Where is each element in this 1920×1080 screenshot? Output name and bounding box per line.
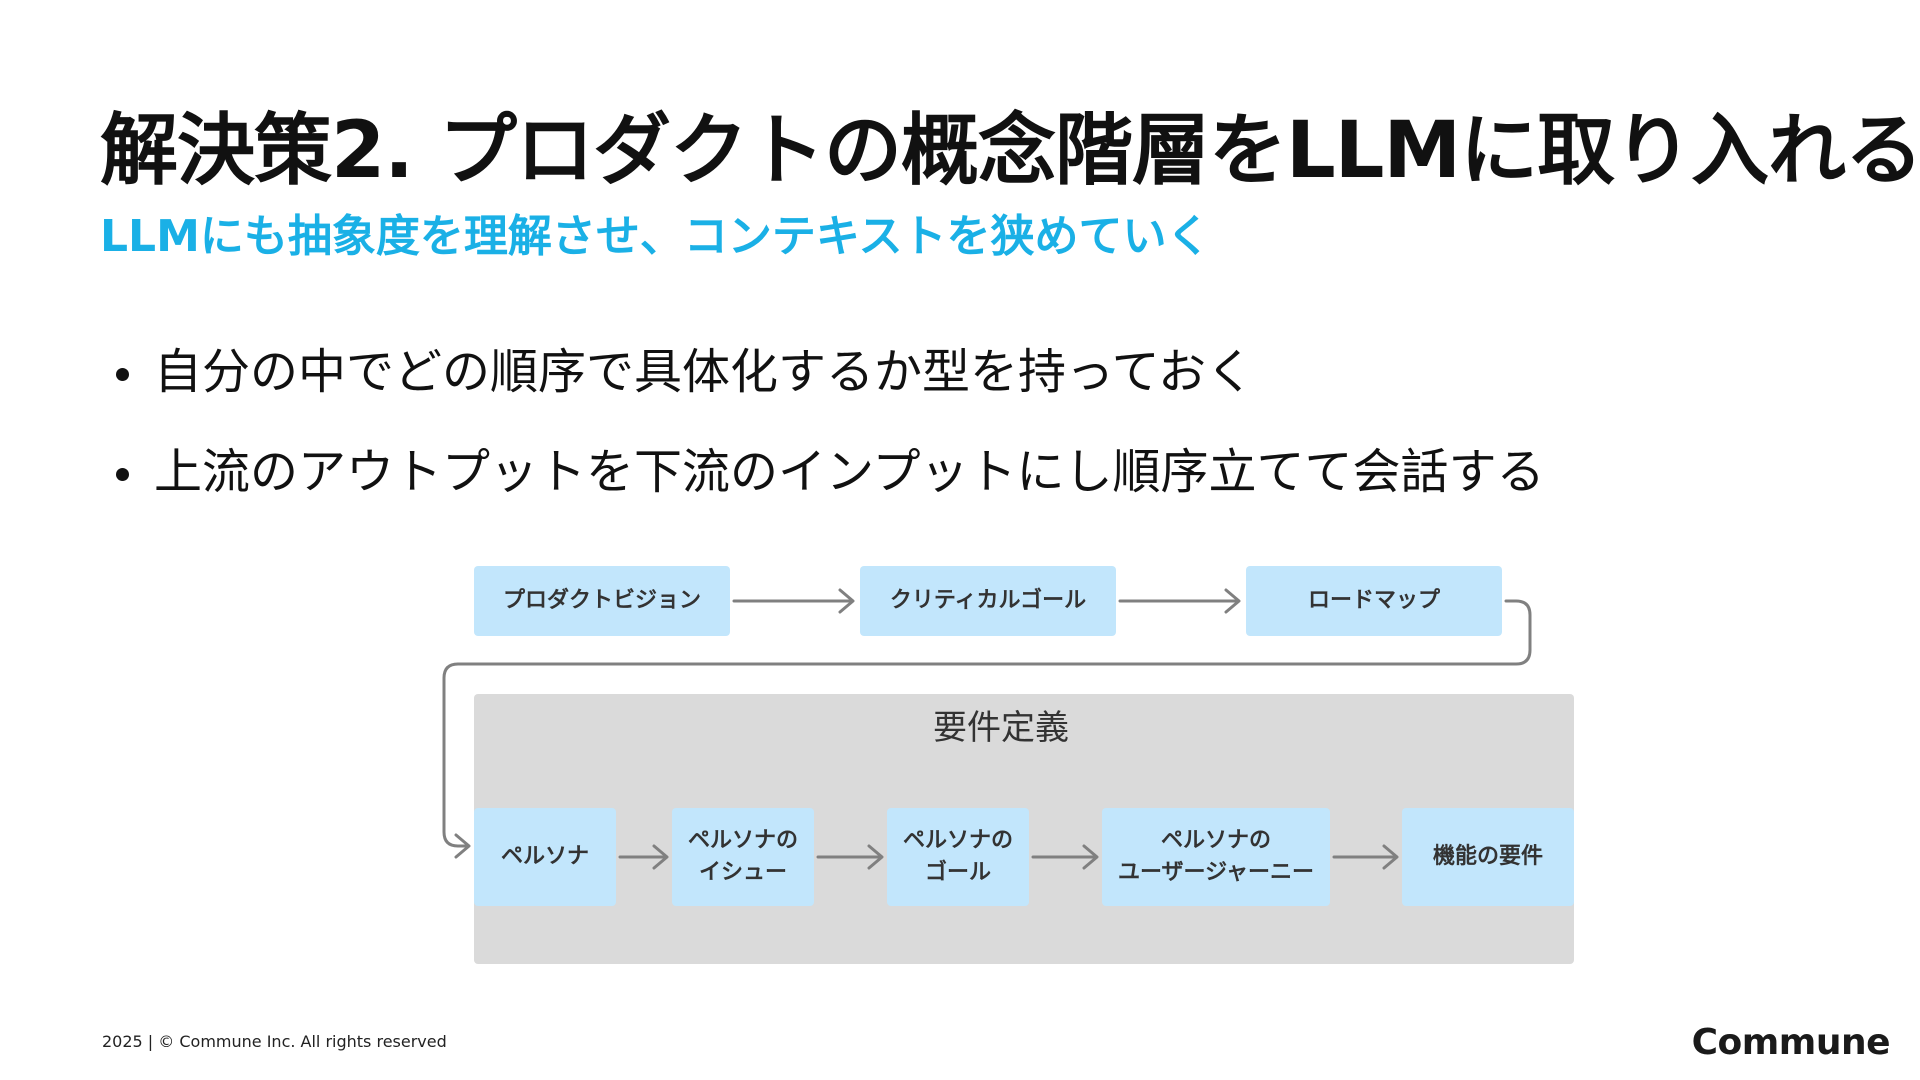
arrow-vision-to-goal xyxy=(732,588,855,614)
node-label: ペルソナの ゴール xyxy=(902,828,1013,885)
bullet-dot-icon xyxy=(116,368,129,381)
bullet-item: 自分の中でどの順序で具体化するか型を持っておく xyxy=(112,342,1545,402)
node-persona: ペルソナ xyxy=(474,808,616,906)
node-label: ペルソナの イシュー xyxy=(687,828,798,885)
node-label: ペルソナ xyxy=(500,844,589,869)
bullet-dot-icon xyxy=(116,468,129,481)
node-label: プロダクトビジョン xyxy=(502,588,701,613)
node-persona-issue: ペルソナの イシュー xyxy=(672,808,814,906)
bullet-item: 上流のアウトプットを下流のインプットにし順序立てて会話する xyxy=(112,442,1545,502)
node-label: クリティカルゴール xyxy=(889,588,1087,613)
node-persona-user-journey: ペルソナの ユーザージャーニー xyxy=(1102,808,1330,906)
node-critical-goal: クリティカルゴール xyxy=(860,566,1116,636)
node-feature-requirements: 機能の要件 xyxy=(1402,808,1574,906)
commune-logo: Commune xyxy=(1691,1022,1891,1063)
node-label: ロードマップ xyxy=(1307,588,1440,613)
slide-title: 解決策2. プロダクトの概念階層をLLMに取り入れる xyxy=(100,106,1920,196)
node-persona-goal: ペルソナの ゴール xyxy=(887,808,1029,906)
arrow-goal-to-roadmap xyxy=(1118,588,1241,614)
node-label: ペルソナの ユーザージャーニー xyxy=(1117,828,1315,885)
bullet-list: 自分の中でどの順序で具体化するか型を持っておく 上流のアウトプットを下流のインプ… xyxy=(112,342,1545,542)
bullet-text: 上流のアウトプットを下流のインプットにし順序立てて会話する xyxy=(154,444,1545,500)
node-label: 機能の要件 xyxy=(1432,844,1543,869)
slide-subtitle: LLMにも抽象度を理解させ、コンテキストを狭めていく xyxy=(100,211,1211,262)
bullet-text: 自分の中でどの順序で具体化するか型を持っておく xyxy=(154,344,1255,400)
footer-copyright: 2025 | © Commune Inc. All rights reserve… xyxy=(102,1032,447,1051)
requirements-group-label: 要件定義 xyxy=(933,708,1069,748)
node-product-vision: プロダクトビジョン xyxy=(474,566,730,636)
node-roadmap: ロードマップ xyxy=(1246,566,1502,636)
